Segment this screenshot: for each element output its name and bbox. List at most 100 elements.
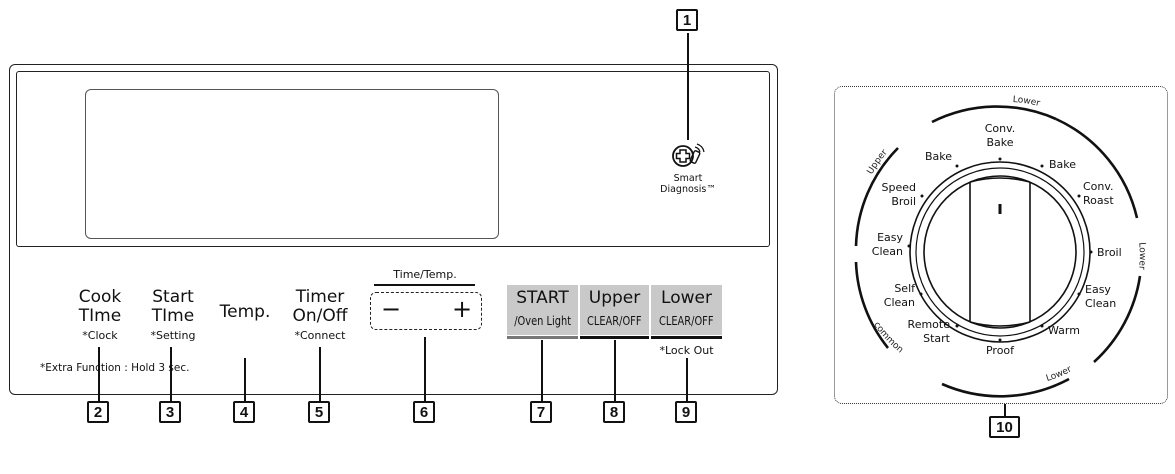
- start-button-bar: [507, 336, 578, 339]
- svg-text:Start: Start: [923, 332, 951, 345]
- callout-9: 9: [675, 401, 697, 423]
- dial-position-dots: [907, 157, 1093, 342]
- dial-position-speed-broil: Speed Broil: [882, 181, 916, 208]
- dial-position-bake-upper: Bake: [925, 150, 952, 163]
- svg-text:Clean: Clean: [884, 296, 915, 309]
- callout-10: 10: [989, 416, 1020, 438]
- cook-time-sub-label: *Clock: [82, 329, 118, 342]
- callout-1-leader: [687, 33, 689, 140]
- dial-position-conv-roast: Conv. Roast: [1083, 180, 1114, 207]
- temp-button[interactable]: Temp.: [219, 302, 271, 322]
- cook-time-label-line2: TIme: [78, 306, 122, 326]
- svg-text:Conv.: Conv.: [985, 122, 1016, 135]
- timer-button[interactable]: Timer On/Off *Connect: [285, 287, 355, 343]
- callout-8-leader: [614, 340, 616, 401]
- upper-clear-button-bar: [580, 336, 649, 339]
- start-time-label-line1: Start: [152, 287, 194, 307]
- svg-text:Easy: Easy: [877, 231, 903, 244]
- display-band: [16, 71, 770, 247]
- callout-2-leader: [98, 347, 100, 401]
- start-label-line2: /Oven Light: [514, 314, 571, 328]
- time-temp-title-underline: [374, 284, 475, 286]
- start-button[interactable]: START /Oven Light: [507, 285, 578, 335]
- svg-text:Lower: Lower: [1045, 364, 1074, 384]
- ring-label-common: common: [871, 320, 905, 355]
- svg-text:Lower: Lower: [1136, 242, 1147, 270]
- timer-label-line1: Timer: [295, 287, 345, 307]
- dial-position-self-clean: Self Clean: [884, 282, 916, 309]
- mode-dial-box: [834, 86, 1168, 404]
- smart-diagnosis-label-line2: Diagnosis™: [660, 184, 716, 195]
- cook-time-label-line1: Cook: [78, 287, 122, 307]
- time-temp-control: [370, 292, 482, 330]
- svg-text:common: common: [871, 320, 905, 355]
- callout-3-leader: [170, 347, 172, 401]
- ring-segment-right: [1093, 275, 1142, 363]
- callout-7: 7: [530, 401, 552, 423]
- lower-clear-off-button[interactable]: Lower CLEAR/OFF: [651, 285, 722, 335]
- time-temp-plus-button[interactable]: +: [451, 295, 473, 323]
- svg-text:Broil: Broil: [891, 195, 916, 208]
- ring-segment-left-lower: [854, 261, 890, 349]
- callout-8: 8: [603, 401, 625, 423]
- svg-text:Clean: Clean: [1085, 297, 1116, 310]
- timer-label-line2: On/Off: [292, 306, 348, 326]
- svg-text:Clean: Clean: [872, 245, 903, 258]
- dial-position-warm: Warm: [1048, 324, 1080, 337]
- mode-knob[interactable]: [909, 161, 1091, 343]
- svg-text:Easy: Easy: [1085, 283, 1111, 296]
- start-label-line1: START: [516, 288, 569, 308]
- svg-text:Self: Self: [894, 282, 916, 295]
- smart-diagnosis[interactable]: Smart Diagnosis™: [660, 140, 716, 195]
- ring-label-lower-right: Lower: [1136, 242, 1147, 270]
- ring-segment-upper-right: [1055, 117, 1139, 219]
- callout-2: 2: [87, 401, 109, 423]
- control-panel: [9, 64, 778, 395]
- start-time-label-line2: TIme: [151, 306, 195, 326]
- smart-diagnosis-label-line1: Smart: [673, 173, 703, 184]
- callout-3: 3: [159, 401, 181, 423]
- upper-clear-label-line2: CLEAR/OFF: [587, 314, 642, 328]
- dial-position-bake-lower: Bake: [1049, 158, 1076, 171]
- ring-segment-bottom: [941, 377, 1070, 398]
- start-time-sub-label: *Setting: [150, 329, 196, 342]
- svg-text:Lower: Lower: [1012, 95, 1041, 109]
- callout-5: 5: [308, 401, 330, 423]
- start-time-button[interactable]: Start TIme *Setting: [143, 287, 203, 343]
- mode-dial: Lower Lower Lower Upper common Conv. Bak…: [854, 95, 1147, 398]
- svg-text:Conv.: Conv.: [1083, 180, 1114, 193]
- lower-clear-button-bar: [651, 336, 722, 339]
- display-window: [85, 89, 499, 239]
- dial-position-proof: Proof: [986, 344, 1015, 357]
- ring-segment-top: [931, 105, 1057, 124]
- lock-out-label: *Lock Out: [659, 344, 714, 357]
- svg-text:Speed: Speed: [882, 181, 916, 194]
- timer-sub-label: *Connect: [294, 329, 346, 342]
- callout-10-leader: [1004, 404, 1006, 416]
- callout-9-leader: [686, 358, 688, 401]
- dial-position-easy-clean-upper: Easy Clean: [872, 231, 904, 258]
- ring-label-lower-bottom: Lower: [1045, 364, 1074, 384]
- cook-time-button[interactable]: Cook TIme *Clock: [70, 287, 130, 343]
- lower-clear-label-line2: CLEAR/OFF: [659, 314, 714, 328]
- extra-function-note: *Extra Function : Hold 3 sec.: [40, 362, 190, 374]
- dial-position-conv-bake: Conv. Bake: [985, 122, 1016, 149]
- callout-4: 4: [233, 401, 255, 423]
- svg-text:Bake: Bake: [986, 136, 1013, 149]
- svg-text:Roast: Roast: [1083, 194, 1114, 207]
- time-temp-minus-button[interactable]: −: [380, 295, 402, 323]
- time-temp-title: Time/Temp.: [393, 268, 457, 281]
- lower-clear-label-line1: Lower: [661, 288, 712, 308]
- callout-4-leader: [244, 358, 246, 401]
- callout-1: 1: [676, 9, 698, 31]
- callout-7-leader: [541, 340, 543, 401]
- upper-clear-off-button[interactable]: Upper CLEAR/OFF: [580, 285, 649, 335]
- ring-label-lower-top: Lower: [1012, 95, 1041, 109]
- smart-diagnosis-icon: [672, 143, 705, 167]
- upper-clear-label-line1: Upper: [588, 288, 641, 308]
- callout-6: 6: [413, 401, 435, 423]
- callout-5-leader: [319, 347, 321, 401]
- ring-segment-left-upper: [854, 147, 899, 247]
- dial-position-remote-start: Remote Start: [908, 318, 951, 345]
- callout-6-leader: [424, 337, 426, 401]
